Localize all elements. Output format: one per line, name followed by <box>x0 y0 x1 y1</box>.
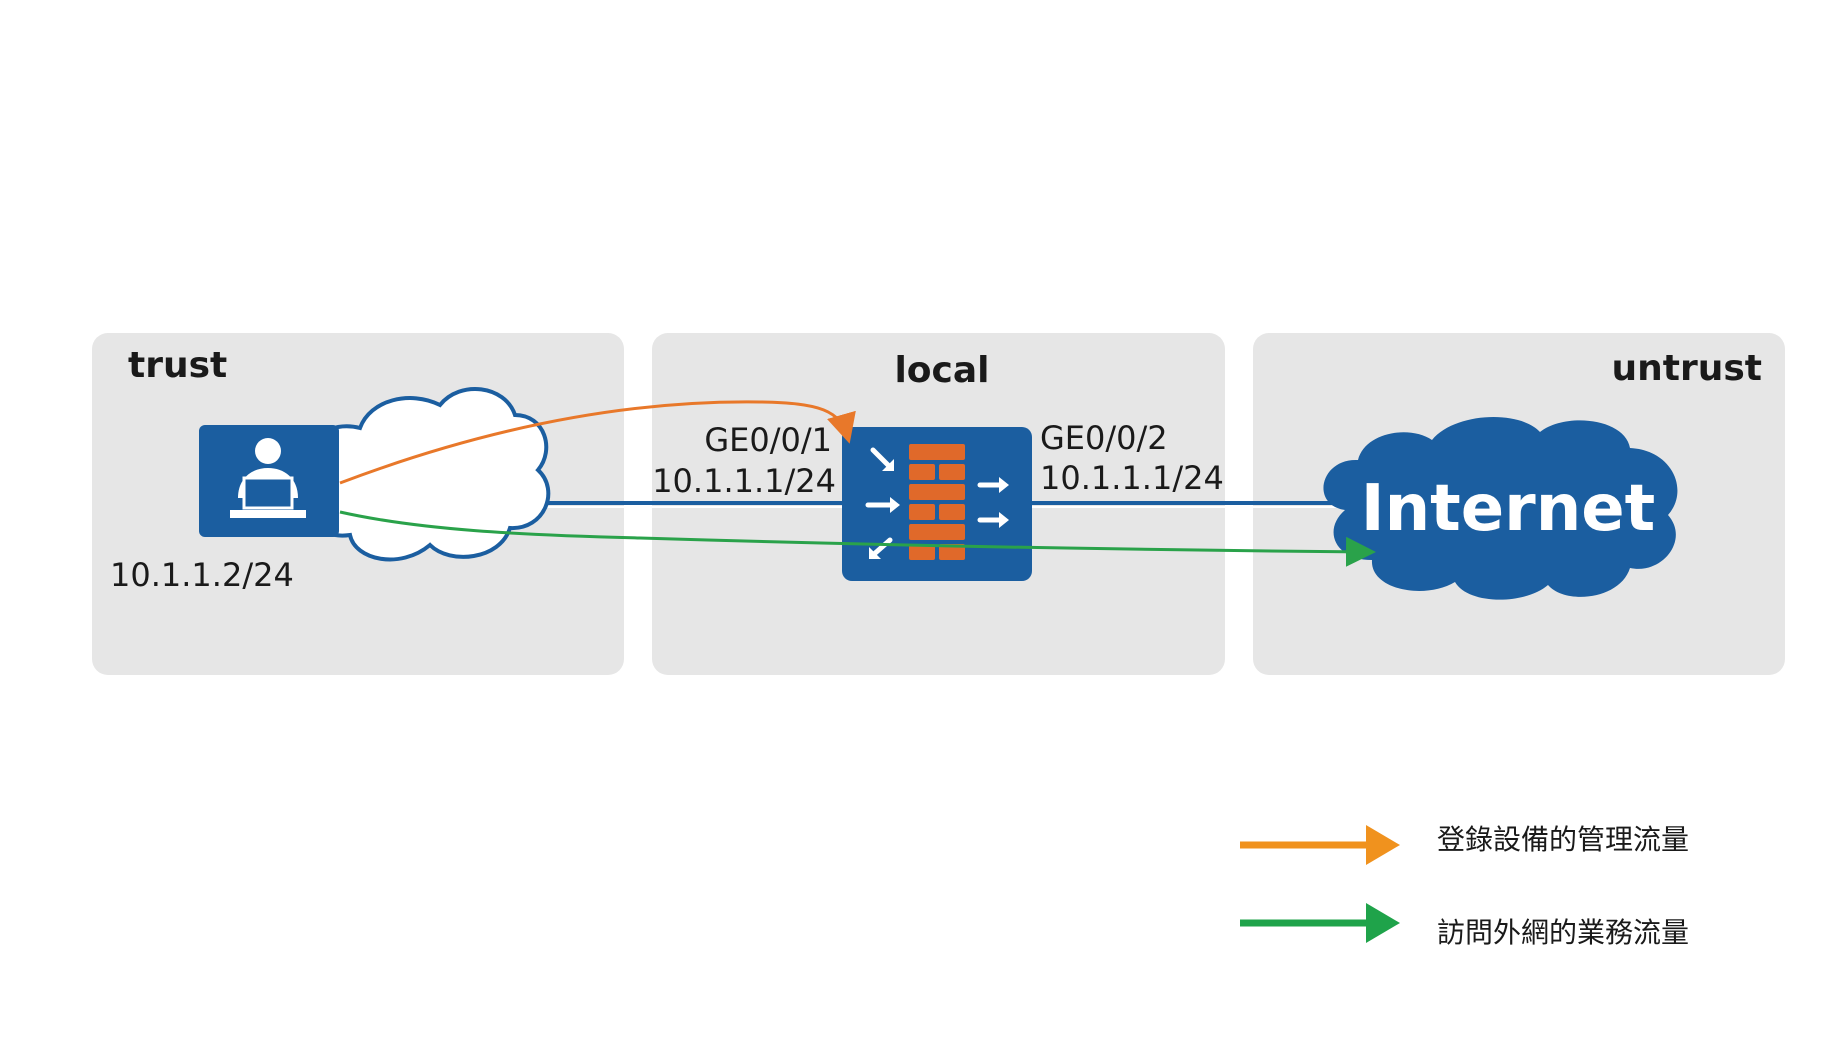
zone-trust-title: trust <box>128 345 227 386</box>
if1-ip-label: 10.1.1.1/24 <box>652 462 836 500</box>
legend-mgmt-label: 登錄設備的管理流量 <box>1437 823 1689 856</box>
pc-user-icon <box>199 425 339 537</box>
legend-mgmt-arrow <box>1240 825 1400 865</box>
firewall-icon <box>842 427 1032 581</box>
if2-name-label: GE0/0/2 <box>1040 419 1168 457</box>
if1-name-label: GE0/0/1 <box>704 421 832 459</box>
legend-business-label: 訪問外網的業務流量 <box>1437 916 1689 949</box>
zone-local-title: local <box>894 350 989 391</box>
internet-cloud-icon: Internet <box>1323 417 1678 600</box>
legend-business-arrow <box>1240 903 1400 943</box>
legend: 登錄設備的管理流量 訪問外網的業務流量 <box>1240 823 1689 949</box>
business-traffic-path <box>339 510 1376 567</box>
mgmt-traffic-path <box>339 400 856 485</box>
if2-ip-label: 10.1.1.1/24 <box>1040 459 1224 497</box>
internet-label: Internet <box>1361 472 1656 546</box>
zone-untrust-title: untrust <box>1612 348 1763 389</box>
pc-ip-label: 10.1.1.2/24 <box>110 556 294 594</box>
